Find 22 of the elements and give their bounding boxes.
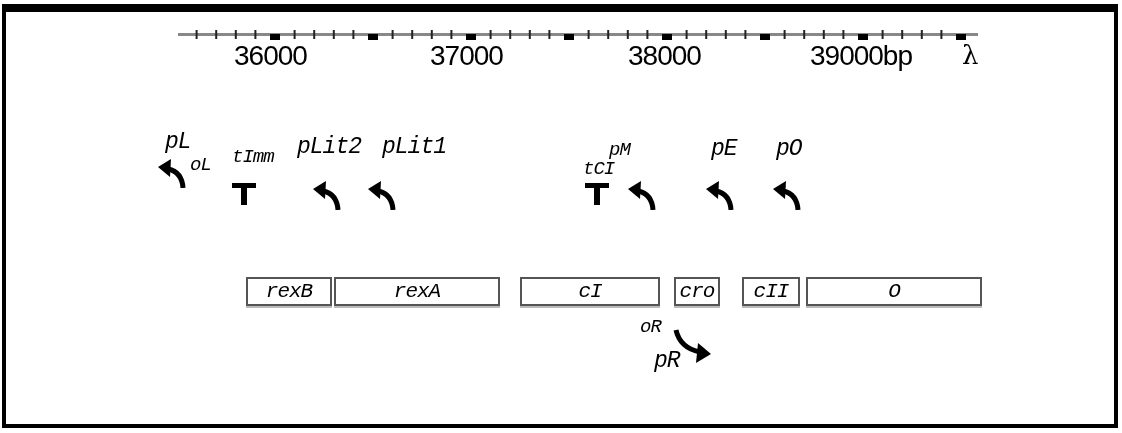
- site-label: tCI: [583, 160, 615, 179]
- site-label: oR: [640, 318, 661, 337]
- site-label: pL: [165, 131, 191, 154]
- scale-number: 39000bp: [810, 42, 912, 70]
- gene-box: cro: [674, 277, 720, 306]
- site-label: pO: [776, 138, 802, 161]
- site-label: pM: [609, 141, 630, 160]
- site-label: pLit1: [382, 136, 446, 159]
- site-label: pE: [711, 138, 737, 161]
- site-label: pR: [654, 350, 680, 373]
- gene-box: rexB: [246, 277, 332, 306]
- scale-number: 37000: [430, 42, 503, 70]
- gene-box: cI: [520, 277, 660, 306]
- site-label: oL: [190, 156, 211, 175]
- gene-box: rexA: [334, 277, 500, 306]
- site-label: tImm: [232, 148, 274, 167]
- gene-box: cII: [742, 277, 800, 306]
- scale-number: 36000: [234, 42, 307, 70]
- gene-box: O: [806, 277, 982, 306]
- site-label: pLit2: [297, 136, 361, 159]
- scale-number: 38000: [628, 42, 701, 70]
- genome-symbol: λ: [962, 42, 979, 68]
